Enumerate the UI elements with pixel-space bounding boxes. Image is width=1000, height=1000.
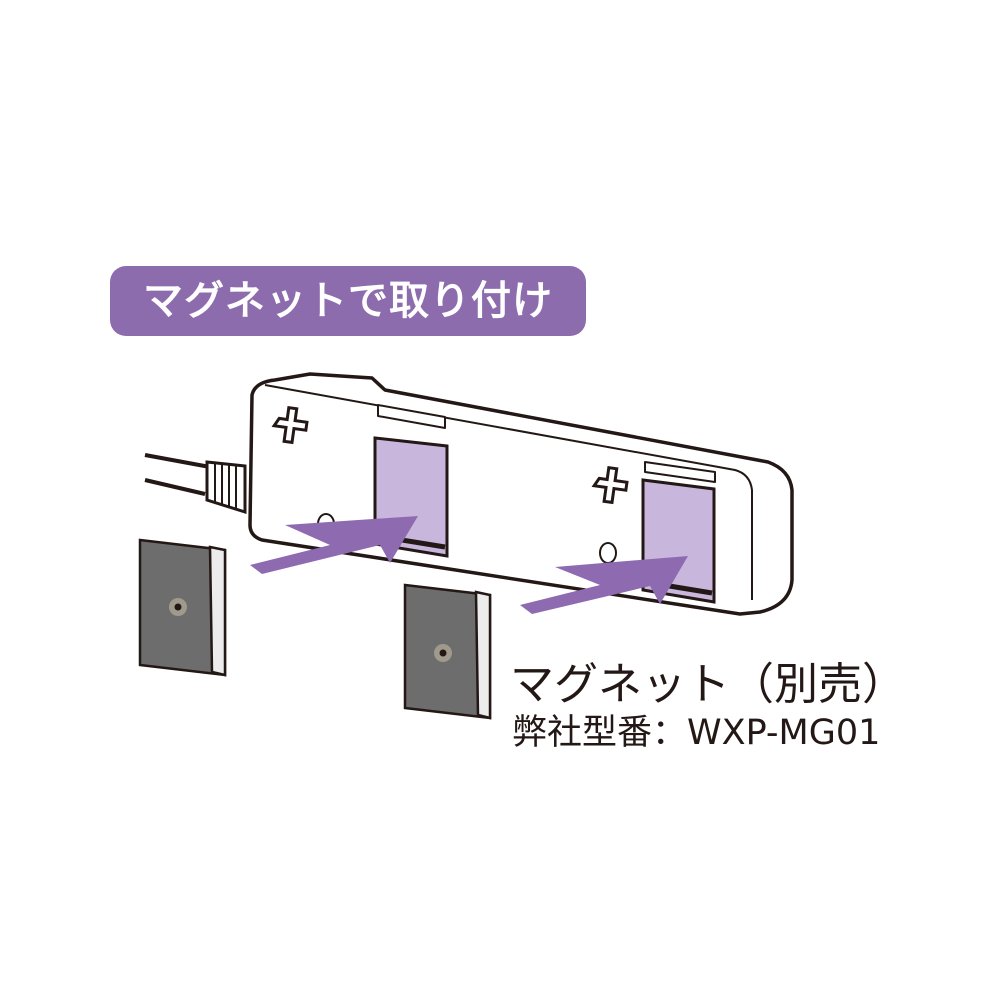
magnet xyxy=(138,538,492,720)
magnet-label: マグネット（別売） xyxy=(510,659,906,710)
insert-arrow-icon xyxy=(250,516,688,614)
title-badge: マグネットで取り付け xyxy=(110,266,586,336)
power-cord xyxy=(144,453,211,496)
cord-plug xyxy=(205,460,247,515)
model-number: 弊社型番：WXP-MG01 xyxy=(512,713,881,753)
